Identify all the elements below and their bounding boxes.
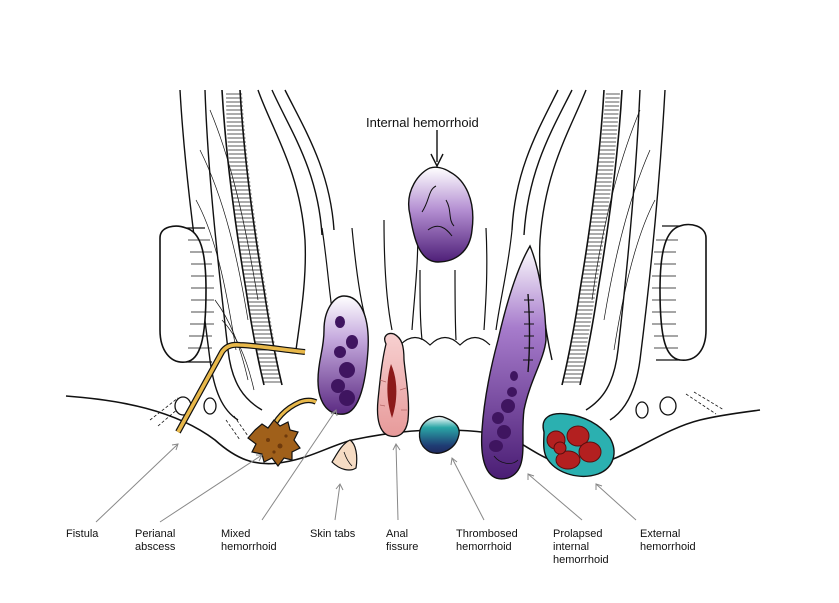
right-wall bbox=[511, 89, 666, 421]
thrombosed-hemorrhoid-label: Thrombosed hemorrhoid bbox=[456, 528, 518, 554]
thrombosed-hemorrhoid-shape bbox=[418, 415, 460, 454]
external-hemorrhoid-label: External hemorrhoid bbox=[640, 528, 696, 554]
prolapsed-label-line2: internal bbox=[553, 541, 590, 553]
pointer-heads bbox=[171, 409, 603, 491]
abscess-texture bbox=[266, 434, 288, 454]
fistula-label-line: Fistula bbox=[66, 528, 99, 540]
thrombosed-hemorrhoid-label-line2: hemorrhoid bbox=[456, 541, 512, 553]
anal-fissure-label: Anal fissure bbox=[386, 528, 418, 554]
perianal-abscess-label-line2: abscess bbox=[135, 541, 176, 553]
arrow-head-icon bbox=[430, 153, 444, 168]
fistula-tract bbox=[175, 341, 318, 434]
skin-surface bbox=[65, 395, 761, 468]
fistula-label: Fistula bbox=[66, 528, 98, 541]
anal-fissure-label-line1: Anal bbox=[386, 528, 409, 540]
mixed-hemorrhoid-label-line1: Mixed bbox=[221, 528, 251, 540]
left-sphincter bbox=[159, 225, 214, 363]
pointer-lines bbox=[95, 409, 637, 523]
perianal-abscess-label: Perianal abscess bbox=[135, 528, 175, 554]
perianal-abscess-shape bbox=[247, 419, 301, 467]
skin-tabs-label: Skin tabs bbox=[310, 528, 355, 541]
prolapsed-label-line3: hemorrhoid bbox=[553, 554, 609, 566]
anal-fissure-label-line2: fissure bbox=[386, 541, 419, 553]
mixed-hemorrhoid-shape bbox=[317, 295, 369, 415]
prolapsed-label-line1: Prolapsed bbox=[553, 528, 603, 540]
anal-fissure-shape bbox=[376, 332, 410, 438]
skin-tab-shape bbox=[331, 439, 358, 471]
external-hemorrhoid-shape bbox=[542, 412, 615, 478]
right-sphincter bbox=[652, 223, 707, 361]
mixed-hemorrhoid-label: Mixed hemorrhoid bbox=[221, 528, 277, 554]
thrombosed-hemorrhoid-label-line1: Thrombosed bbox=[456, 528, 518, 540]
skin-tabs-label-line: Skin tabs bbox=[310, 528, 356, 540]
perianal-abscess-label-line1: Perianal bbox=[135, 528, 176, 540]
external-hemorrhoid-label-line2: hemorrhoid bbox=[640, 541, 696, 553]
internal-hemorrhoid-label: Internal hemorrhoid bbox=[366, 115, 479, 130]
internal-hemorrhoid bbox=[408, 166, 474, 263]
prolapsed-internal-hemorrhoid-label: Prolapsed internal hemorrhoid bbox=[553, 528, 609, 567]
prolapsed-hemorrhoid-shape bbox=[480, 244, 547, 480]
mixed-hemorrhoid-label-line2: hemorrhoid bbox=[221, 541, 277, 553]
vessel-circles bbox=[174, 396, 677, 419]
external-hemorrhoid-label-line1: External bbox=[640, 528, 681, 540]
